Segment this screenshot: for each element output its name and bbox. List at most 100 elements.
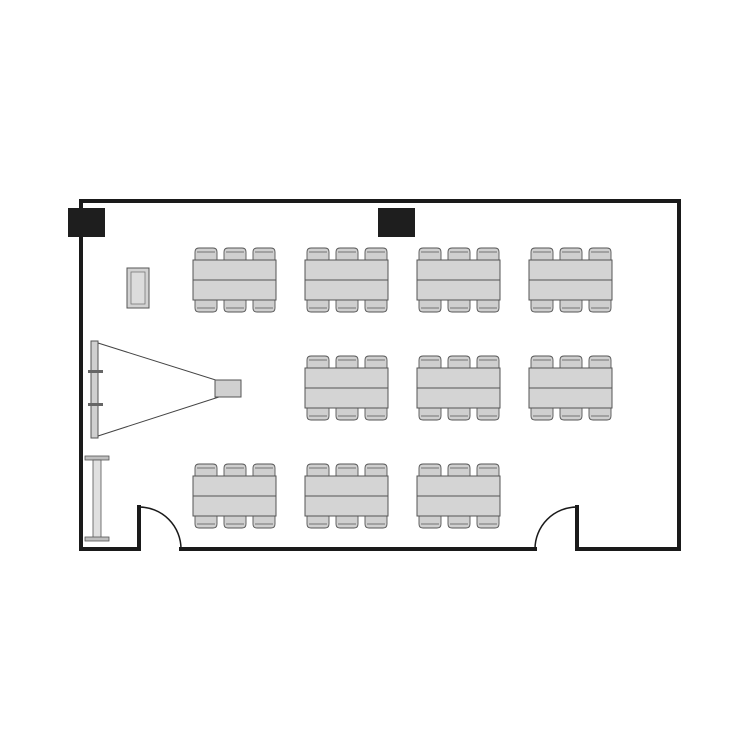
table-group — [192, 463, 277, 529]
table — [304, 259, 389, 281]
chair — [194, 514, 218, 529]
table-group — [528, 355, 613, 421]
table — [304, 475, 389, 497]
table — [528, 367, 613, 389]
table — [528, 259, 613, 281]
whiteboard — [84, 455, 110, 542]
door-swing-left — [138, 506, 182, 550]
chair — [447, 514, 471, 529]
chair — [588, 298, 612, 313]
chair — [223, 514, 247, 529]
table — [416, 495, 501, 517]
chair — [306, 514, 330, 529]
chair — [530, 247, 554, 262]
chair — [306, 406, 330, 421]
table — [304, 495, 389, 517]
table-group — [304, 355, 389, 421]
chair — [418, 514, 442, 529]
chair — [476, 463, 500, 478]
table — [416, 279, 501, 301]
chair — [559, 247, 583, 262]
table — [416, 367, 501, 389]
chair — [194, 247, 218, 262]
wall-top-left-right — [79, 199, 681, 551]
chair — [418, 406, 442, 421]
chair — [530, 355, 554, 370]
chair — [476, 406, 500, 421]
chair — [252, 463, 276, 478]
table — [192, 475, 277, 497]
wall-left-bottom — [79, 199, 141, 551]
chair — [530, 298, 554, 313]
table-group — [416, 355, 501, 421]
chair — [588, 247, 612, 262]
chair — [530, 406, 554, 421]
chair — [335, 406, 359, 421]
chair — [418, 298, 442, 313]
chair — [223, 463, 247, 478]
chair — [223, 247, 247, 262]
chair — [364, 247, 388, 262]
chair — [447, 463, 471, 478]
table — [304, 279, 389, 301]
chair — [364, 514, 388, 529]
chair — [306, 463, 330, 478]
chair — [447, 355, 471, 370]
walls — [79, 199, 681, 551]
chair — [559, 355, 583, 370]
table — [416, 387, 501, 409]
table — [192, 279, 277, 301]
table-group — [416, 247, 501, 313]
chair — [335, 463, 359, 478]
chair — [559, 406, 583, 421]
chair — [588, 355, 612, 370]
chair — [364, 463, 388, 478]
chair — [418, 355, 442, 370]
table — [528, 279, 613, 301]
chair — [252, 298, 276, 313]
chair — [418, 247, 442, 262]
chair — [476, 298, 500, 313]
chair — [364, 406, 388, 421]
door-swing-right — [534, 506, 578, 550]
chair — [306, 355, 330, 370]
chair — [306, 247, 330, 262]
chair — [476, 514, 500, 529]
chair — [418, 463, 442, 478]
table — [416, 259, 501, 281]
column-left — [68, 208, 105, 237]
chair — [447, 247, 471, 262]
projector — [214, 379, 242, 398]
chair — [252, 247, 276, 262]
chair — [476, 247, 500, 262]
chair — [223, 298, 247, 313]
table-group — [304, 247, 389, 313]
chair — [364, 298, 388, 313]
table — [304, 367, 389, 389]
chair — [335, 514, 359, 529]
table — [304, 387, 389, 409]
chair — [476, 355, 500, 370]
doors — [138, 506, 578, 550]
column-middle — [378, 208, 415, 237]
table-group — [192, 247, 277, 313]
table — [192, 495, 277, 517]
table — [416, 475, 501, 497]
table-group — [528, 247, 613, 313]
chair — [194, 463, 218, 478]
lectern — [126, 267, 150, 309]
table — [528, 387, 613, 409]
table-groups — [192, 247, 613, 529]
chair — [335, 298, 359, 313]
chair — [335, 355, 359, 370]
chair — [306, 298, 330, 313]
table — [192, 259, 277, 281]
chair — [447, 406, 471, 421]
chair — [447, 298, 471, 313]
chair — [364, 355, 388, 370]
table-group — [416, 463, 501, 529]
chair — [335, 247, 359, 262]
chair — [252, 514, 276, 529]
chair — [588, 406, 612, 421]
